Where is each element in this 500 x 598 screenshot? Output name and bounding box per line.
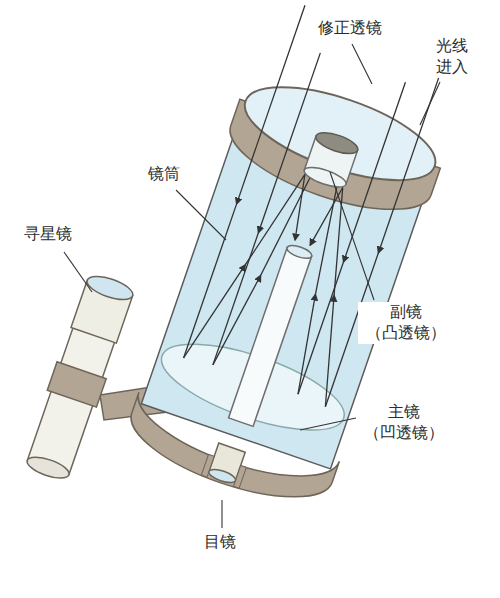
ray [284,174,317,239]
ray [378,54,446,253]
leader-line [330,172,374,300]
ray [237,5,305,204]
ray [213,270,261,370]
callout-label: 副镜 （凸透镜） [358,302,454,344]
callout-label: 光线 进入 [430,36,474,78]
finder-lens [84,272,135,305]
secondary-mirror [302,163,348,191]
ray [301,186,351,295]
light-rays [184,5,447,407]
eyepiece-clip [234,465,247,488]
eyepiece-lens [207,467,237,486]
baffle-tube [229,248,312,427]
secondary-cap [313,128,360,157]
main-tube [120,0,476,517]
ray [184,256,246,367]
leader-line [300,418,356,430]
leader-line [64,252,92,292]
leader-lines [64,44,440,528]
ray [299,296,361,407]
callout-label: 寻星镜 [22,224,74,245]
leader-line [420,82,440,125]
baffle-opening [285,243,313,261]
callout-label: 镜筒 [146,164,182,185]
ray [283,294,331,394]
ray [309,188,369,296]
leader-line [176,190,226,240]
callout-label: 主镜 （凹透镜） [356,402,452,444]
callout-label: 修正透镜 [316,18,384,39]
ray [344,82,406,262]
ray [298,262,344,394]
finder-ring [47,362,106,407]
leader-line [352,44,372,84]
callout-label: 目镜 [202,532,238,553]
leader-line [221,500,222,528]
corrector-plate [234,68,446,199]
finder-end [25,453,72,482]
ray [245,166,305,274]
finder-scope [21,271,138,484]
ray [258,53,320,233]
ray [213,233,259,365]
rear-cell [120,392,340,517]
